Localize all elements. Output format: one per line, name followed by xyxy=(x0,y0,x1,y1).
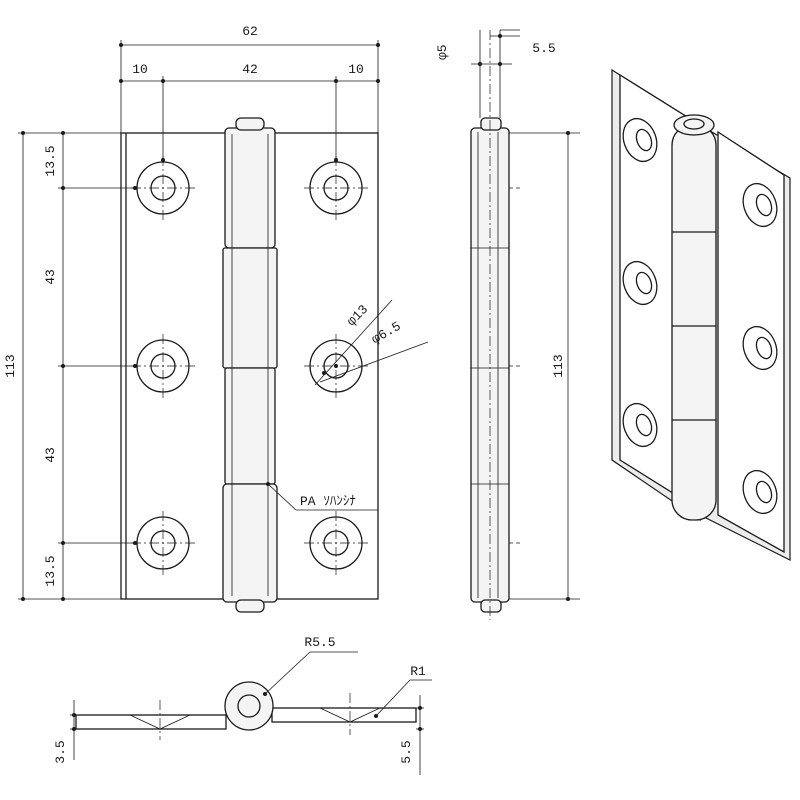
side-view: φ5 5.5 113 xyxy=(435,29,580,620)
knuckle-segment xyxy=(222,483,278,603)
knuckle-segment xyxy=(224,127,276,249)
side-height-dimension xyxy=(509,131,580,601)
dim-thickness-right: 5.5 xyxy=(399,740,414,763)
knuckle-segment xyxy=(222,247,278,369)
dim-thickness-left: 3.5 xyxy=(53,740,68,763)
side-pin-head-top xyxy=(480,117,502,131)
dim-edge-offset-top: 13.5 xyxy=(43,145,58,176)
dim-side-overall-height: 113 xyxy=(551,354,566,377)
pin-head-bottom xyxy=(235,599,265,613)
dim-edge-offset-left: 10 xyxy=(132,62,148,77)
side-pin-head-bottom xyxy=(480,599,502,613)
isometric-view xyxy=(611,68,791,561)
dim-knuckle-width: 5.5 xyxy=(532,41,555,56)
pin-head-top xyxy=(235,117,265,131)
bottom-right-leaf xyxy=(271,707,417,723)
dim-edge-offset-bottom: 13.5 xyxy=(43,555,58,586)
bottom-left-leaf xyxy=(75,714,227,730)
hole-diameter-leaders xyxy=(314,299,429,386)
side-top-dimensions xyxy=(471,29,520,118)
pin-note-label: PA ｿﾊﾝｼﾅ xyxy=(300,494,356,509)
dim-overall-height: 113 xyxy=(3,354,18,377)
dim-knuckle-radius: R5.5 xyxy=(304,635,335,650)
dim-hole-pitch-vertical-2: 43 xyxy=(43,447,58,463)
dim-hole-pitch-vertical-1: 43 xyxy=(43,269,58,285)
knuckle-segment xyxy=(224,367,276,485)
dim-overall-width: 62 xyxy=(242,24,258,39)
dim-edge-offset-right: 10 xyxy=(348,62,364,77)
iso-pin-head xyxy=(673,114,715,136)
dim-edge-radius: R1 xyxy=(410,664,426,679)
iso-knuckle-barrel xyxy=(671,124,717,521)
bottom-view xyxy=(70,651,432,775)
dim-hole-pitch-horizontal: 42 xyxy=(242,62,258,77)
dim-pin-diameter: φ5 xyxy=(435,44,450,60)
screw-hole-bottom-left xyxy=(131,511,195,575)
knuckle-barrel xyxy=(222,117,278,613)
pin-note-leader xyxy=(266,482,378,511)
front-left-dimensions xyxy=(18,131,137,601)
bottom-knuckle xyxy=(224,681,274,731)
front-view: 62 10 42 10 113 13.5 43 43 13.5 xyxy=(3,24,429,613)
front-top-dimensions xyxy=(119,40,380,162)
screw-hole-bottom-right xyxy=(304,511,368,575)
